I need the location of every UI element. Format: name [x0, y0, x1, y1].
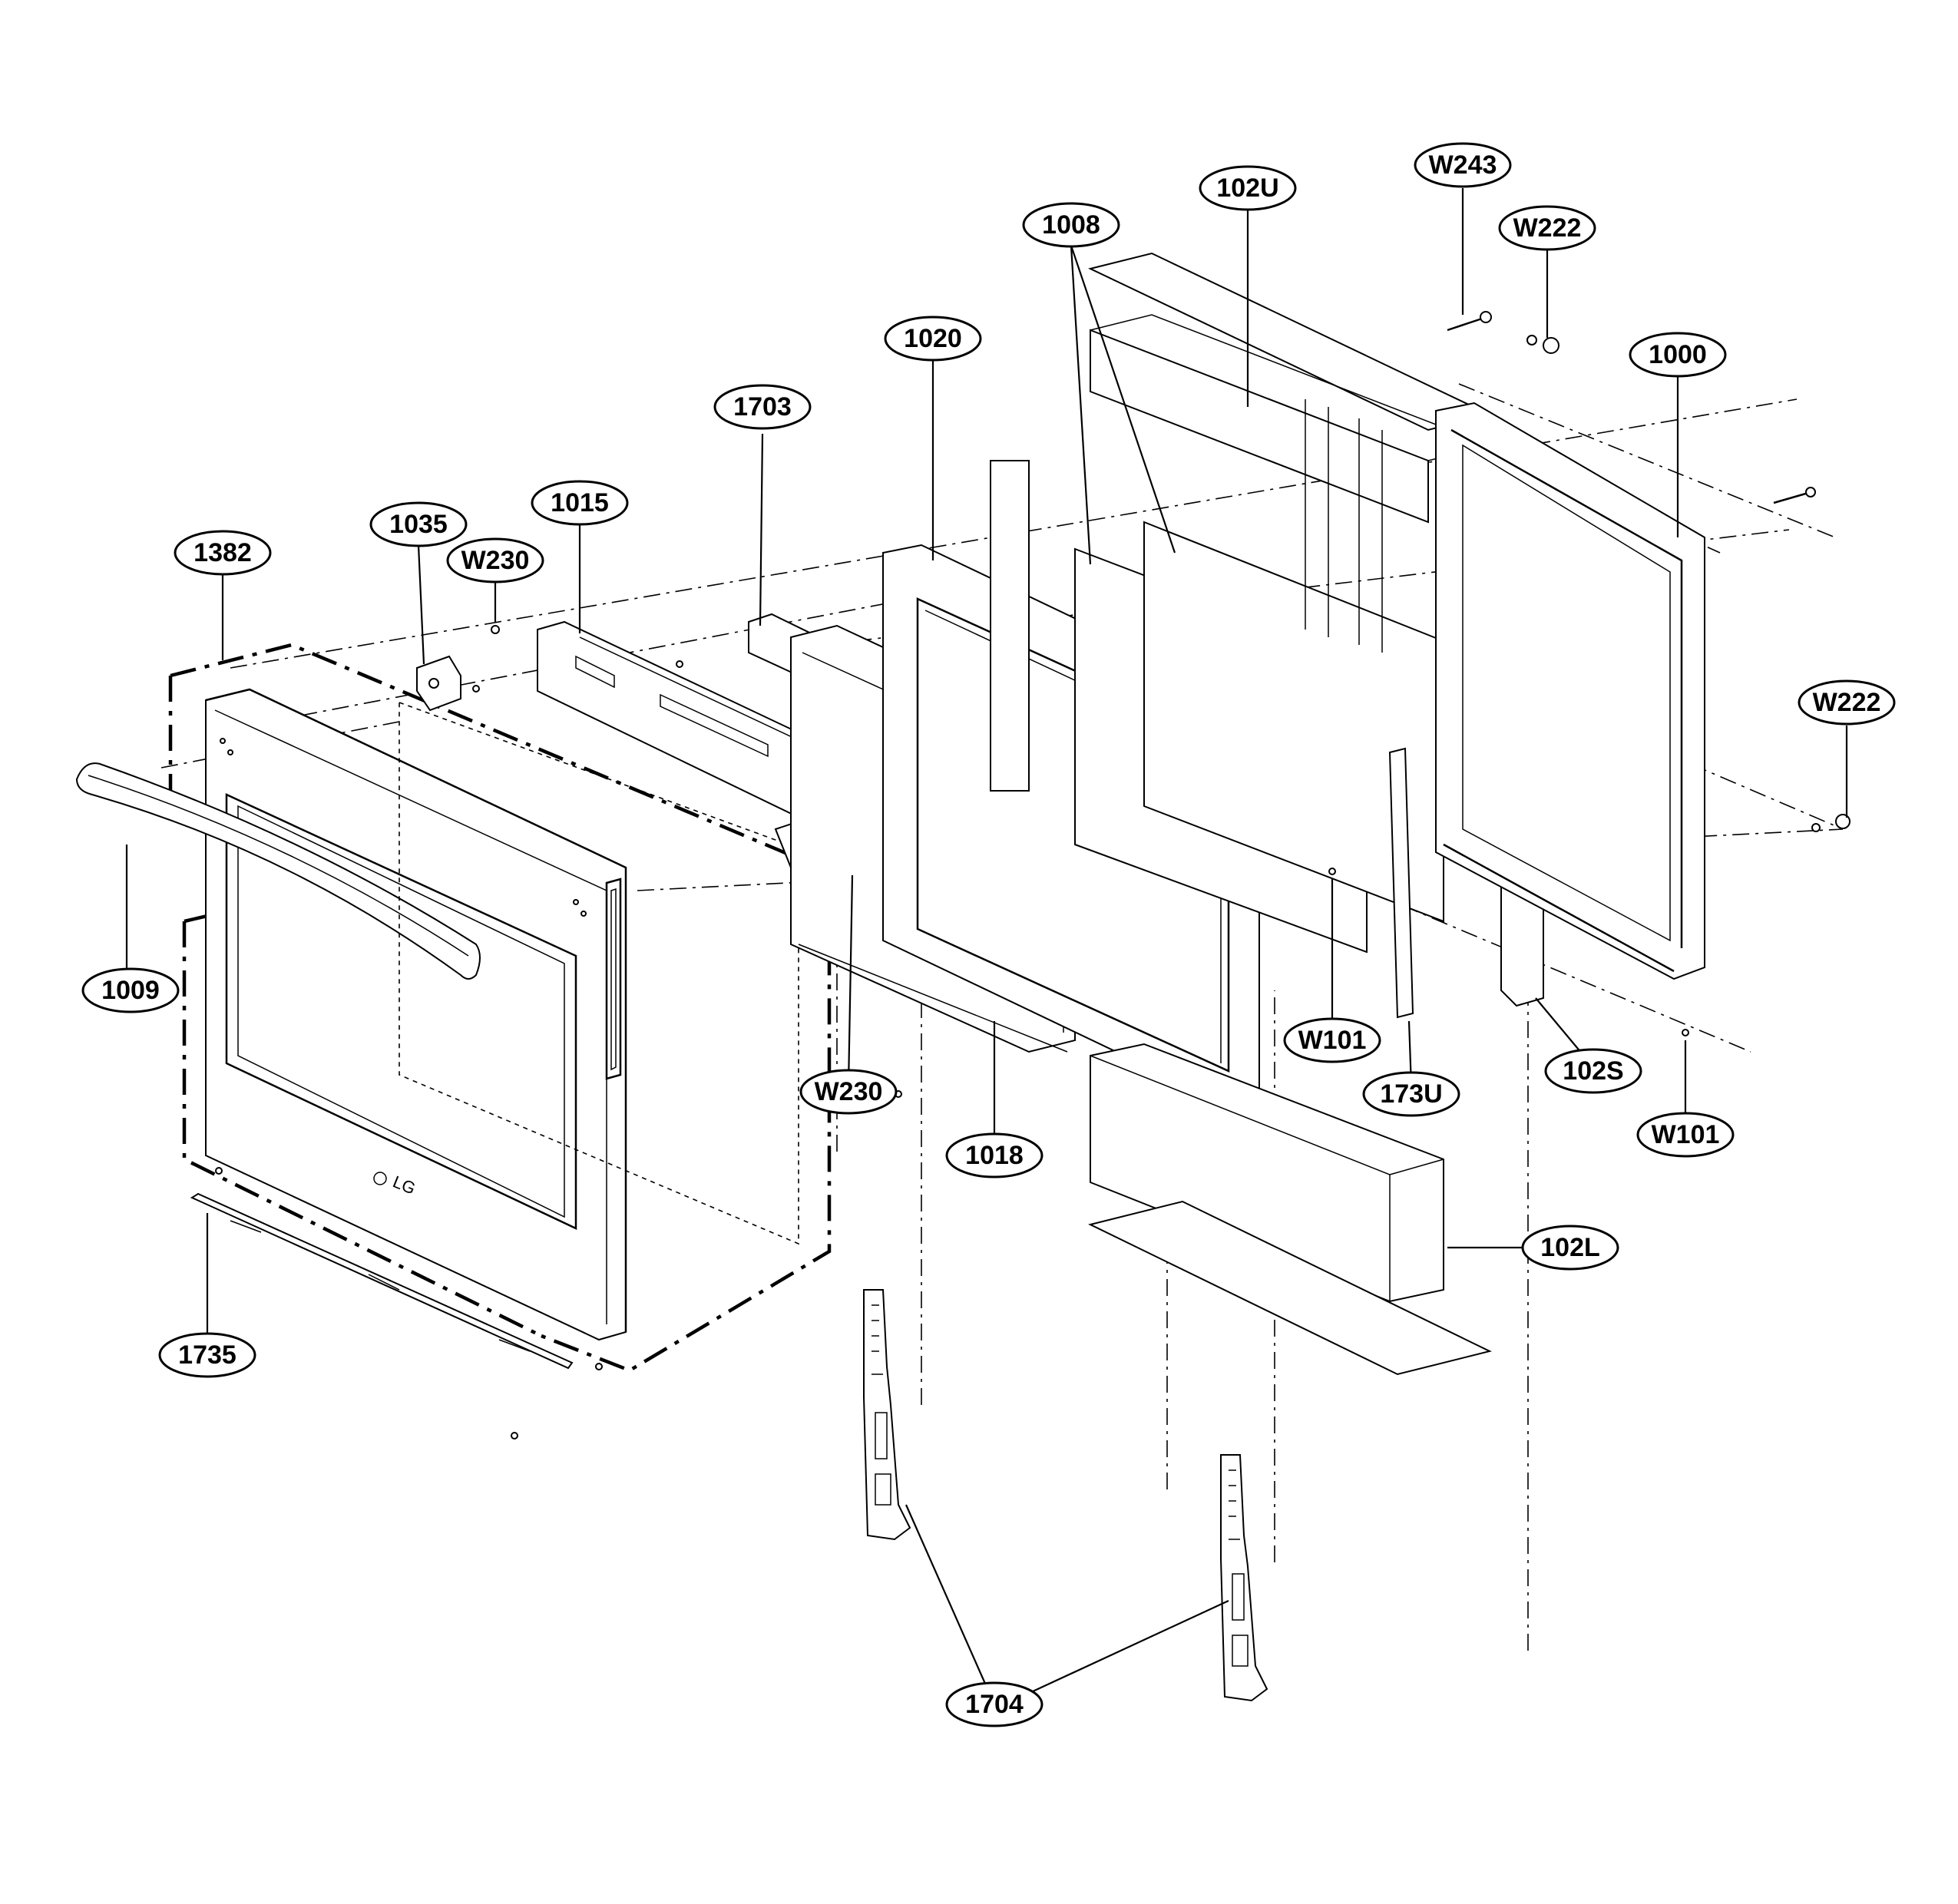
screw-icon	[595, 1363, 603, 1370]
screw-icon	[676, 660, 683, 668]
callout-1015: 1015	[531, 480, 629, 526]
screw-icon	[1480, 311, 1492, 323]
washer-icon	[1835, 814, 1851, 829]
rear-door-panel-1000	[1435, 402, 1705, 980]
leader-lines	[125, 188, 1848, 1705]
callout-w101-right-label: W101	[1652, 1120, 1720, 1149]
callout-w222-top-label: W222	[1513, 213, 1582, 243]
callout-w101-mid-label: W101	[1298, 1026, 1367, 1055]
callout-1000-label: 1000	[1649, 340, 1707, 369]
callout-1382: 1382	[174, 530, 272, 576]
callout-1009: 1009	[81, 967, 180, 1013]
screw-icon	[1526, 335, 1537, 345]
screw-icon	[1328, 868, 1336, 875]
screw-icon	[1811, 823, 1821, 832]
callout-w243: W243	[1414, 142, 1512, 188]
callout-w230-bottom: W230	[799, 1069, 898, 1115]
callout-w230-bottom-label: W230	[815, 1077, 883, 1106]
insulation-102u	[1088, 252, 1492, 524]
callout-w222-right: W222	[1798, 679, 1896, 726]
callout-w230-top: W230	[446, 537, 544, 583]
callout-1000: 1000	[1629, 332, 1727, 378]
callout-1008-label: 1008	[1042, 210, 1100, 240]
screw-icon	[215, 1167, 223, 1175]
screw-w243-icon	[1447, 317, 1483, 332]
insulation-102l	[1088, 1043, 1492, 1376]
callout-w101-mid: W101	[1283, 1017, 1381, 1063]
callout-w230-top-label: W230	[461, 546, 530, 575]
callout-1035: 1035	[369, 501, 468, 547]
callout-1008: 1008	[1022, 202, 1120, 248]
callout-1020: 1020	[884, 316, 982, 362]
callout-1009-label: 1009	[101, 976, 160, 1005]
callout-w101-right: W101	[1636, 1112, 1735, 1158]
callout-1018-label: 1018	[965, 1141, 1024, 1170]
inner-channel	[1305, 399, 1383, 653]
screws	[215, 311, 1851, 1440]
hinge-1704-right	[1220, 1454, 1268, 1702]
callout-1018: 1018	[945, 1132, 1043, 1178]
callout-102u: 102U	[1199, 165, 1297, 211]
callout-w222-top: W222	[1498, 205, 1596, 251]
screw-icon	[1682, 1029, 1689, 1036]
screw-icon	[491, 625, 500, 634]
bottom-trim-1735	[190, 1192, 574, 1370]
glass-pane-1008	[1074, 521, 1444, 954]
callout-1035-label: 1035	[389, 510, 448, 539]
callout-w222-right-label: W222	[1813, 688, 1881, 717]
door-handle	[75, 762, 481, 980]
callout-173u-label: 173U	[1380, 1079, 1442, 1109]
callout-102s-label: 102S	[1563, 1056, 1623, 1086]
callout-w243-label: W243	[1429, 150, 1497, 180]
hinge-1704-left	[863, 1289, 911, 1541]
callout-1703: 1703	[713, 384, 812, 430]
callout-102l: 102L	[1521, 1225, 1619, 1271]
washer-icon	[1543, 337, 1559, 354]
outer-door-panel: LG	[205, 688, 627, 1341]
callout-1704: 1704	[945, 1681, 1043, 1727]
callout-102u-label: 102U	[1216, 174, 1278, 203]
callout-1735-label: 1735	[178, 1340, 236, 1370]
seal-173u	[1388, 747, 1414, 1019]
callout-1704-label: 1704	[965, 1690, 1024, 1719]
door-liner-panel	[399, 701, 799, 1245]
hinge-bracket-1035	[416, 625, 500, 712]
callout-1735: 1735	[158, 1332, 256, 1378]
callout-1382-label: 1382	[193, 538, 252, 567]
callout-1703-label: 1703	[733, 392, 792, 421]
callout-1020-label: 1020	[904, 324, 962, 353]
screw-icon	[511, 1432, 518, 1440]
callout-102l-label: 102L	[1540, 1233, 1600, 1262]
callout-1015-label: 1015	[551, 488, 609, 517]
callout-173u: 173U	[1362, 1071, 1460, 1117]
screw-icon	[1773, 491, 1809, 504]
callout-102s: 102S	[1544, 1048, 1642, 1094]
screw-icon	[472, 685, 480, 693]
